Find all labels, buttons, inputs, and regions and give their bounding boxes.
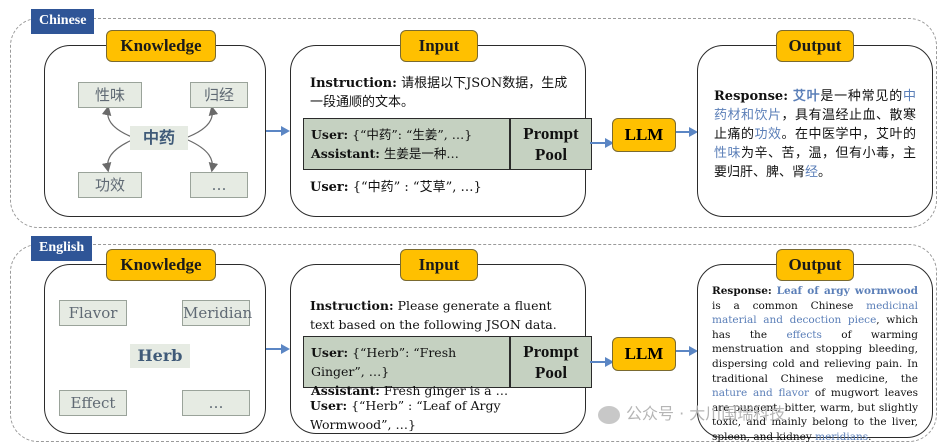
en-arrow-input-llm: [590, 357, 614, 367]
chinese-tag: Chinese: [31, 9, 95, 34]
zh-user-query: User: {“中药” : “艾草”, …}: [310, 178, 572, 197]
en-pp-user-val: {“Herb”: “Fresh Ginger”, …}: [311, 345, 457, 379]
zh-knowledge-label: Knowledge: [106, 30, 216, 62]
zh-instruction-key: Instruction:: [310, 76, 397, 91]
zh-pp-asst-key: Assistant:: [311, 146, 380, 161]
zh-arrow-input-llm: [590, 138, 614, 148]
en-node-effect: Effect: [59, 390, 127, 416]
wechat-icon: [598, 405, 620, 424]
en-arrow-llm-output: [676, 346, 698, 356]
en-instruction-text: Please generate a fluent text based on t…: [310, 298, 557, 332]
en-pp-user-key: User:: [311, 345, 349, 360]
zh-node-center: 中药: [130, 126, 188, 150]
zh-node-flavor: 性味: [78, 82, 142, 108]
watermark: 公众号 · 大川国瑞科技: [598, 400, 785, 424]
zh-node-more: …: [190, 172, 248, 198]
english-tag: English: [31, 236, 93, 261]
en-user-val: {“Herb” : “Leaf of Argy Wormwood”, …}: [310, 398, 501, 432]
en-output-label: Output: [776, 249, 854, 281]
en-node-flavor: Flavor: [59, 300, 127, 326]
en-user-query: User: {“Herb” : “Leaf of Argy Wormwood”,…: [310, 396, 582, 434]
en-pp-asst-key: Assistant:: [311, 383, 380, 398]
zh-arrow-llm-output: [676, 127, 698, 137]
en-response-key: Response:: [712, 285, 772, 297]
zh-node-effect: 功效: [78, 172, 142, 198]
zh-pp-label: Prompt Pool: [523, 124, 579, 164]
zh-node-meridian: 归经: [190, 82, 248, 108]
en-arrow-knowledge-input: [266, 344, 290, 354]
en-llm: LLM: [612, 337, 676, 371]
en-user-key: User:: [310, 398, 348, 413]
zh-response: Response: 艾叶是一种常见的中药材和饮片，具有温经止血、散寒止痛的功效。…: [714, 89, 916, 180]
zh-output-box: [697, 45, 933, 217]
zh-edge-br: [187, 139, 219, 173]
en-pp-divider: [509, 337, 511, 387]
en-node-meridian: Meridian: [182, 300, 252, 326]
en-instruction: Instruction: Please generate a fluent te…: [310, 296, 574, 334]
zh-pp-divider: [509, 119, 511, 169]
zh-input-label: Input: [400, 30, 478, 62]
zh-llm: LLM: [612, 118, 676, 152]
en-pp-label: Prompt Pool: [523, 342, 579, 382]
en-node-more: …: [182, 390, 250, 416]
en-output-box: [697, 264, 933, 438]
english-panel: [10, 244, 937, 442]
zh-prompt-pool: User: {“中药”: “生姜”, …} Assistant: 生姜是一种… …: [303, 118, 592, 170]
en-prompt-pool: User: {“Herb”: “Fresh Ginger”, …} Assist…: [303, 336, 592, 398]
zh-pp-user-key: User:: [311, 127, 349, 142]
zh-output-label: Output: [776, 30, 854, 62]
zh-pp-asst-val: 生姜是一种…: [383, 146, 459, 161]
zh-pp-example: User: {“中药”: “生姜”, …} Assistant: 生姜是一种…: [311, 125, 511, 163]
en-node-center: Herb: [130, 344, 190, 368]
en-pp-asst-val: Fresh ginger is a …: [383, 383, 509, 398]
zh-user-key: User:: [310, 180, 349, 195]
zh-edge-tr: [187, 105, 219, 138]
zh-arrow-knowledge-input: [266, 126, 290, 136]
zh-pp-user-val: {“中药”: “生姜”, …}: [352, 127, 473, 142]
zh-instruction-text: 请根据以下JSON数据，生成一段通顺的文本。: [310, 76, 568, 110]
zh-edge-bl: [101, 139, 133, 173]
zh-user-val: {“中药” : “艾草”, …}: [352, 180, 482, 195]
en-knowledge-label: Knowledge: [106, 249, 216, 281]
en-pp-example: User: {“Herb”: “Fresh Ginger”, …} Assist…: [311, 343, 511, 400]
zh-edge-tl: [101, 105, 133, 138]
en-response: Response: Leaf of argy wormwood is a com…: [712, 285, 919, 443]
en-input-label: Input: [400, 249, 478, 281]
zh-instruction: Instruction: 请根据以下JSON数据，生成一段通顺的文本。: [310, 74, 572, 112]
zh-response-key: Response:: [714, 89, 788, 104]
en-instruction-key: Instruction:: [310, 298, 394, 313]
chinese-panel: [10, 18, 937, 228]
